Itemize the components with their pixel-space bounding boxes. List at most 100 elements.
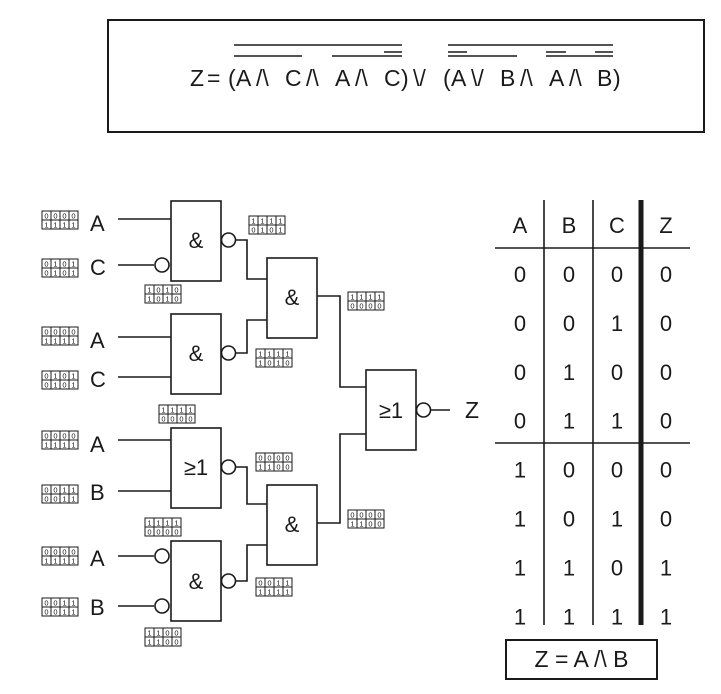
bit-value: 0: [285, 454, 289, 463]
input-label-a: A: [90, 211, 105, 236]
gates: [170, 200, 417, 622]
formula-term-a4: A: [549, 65, 565, 91]
bit-value: 0: [147, 528, 151, 537]
bit-value: 1: [276, 579, 280, 588]
bit-value: 0: [377, 520, 381, 529]
bit-value: 0: [62, 269, 66, 278]
bit-value: 0: [44, 381, 48, 390]
bit-value: 0: [350, 302, 354, 311]
and-gate-4: [266, 257, 318, 339]
bit-value: 1: [62, 221, 66, 230]
truth-table-cell: 0: [611, 360, 623, 385]
input-label-b: B: [90, 480, 105, 505]
truth-table-cell: 1: [611, 507, 623, 532]
truth-table-header: A: [513, 213, 528, 238]
truth-table-cell: 0: [563, 458, 575, 483]
negation-bubble: [220, 345, 237, 361]
bit-value: 0: [53, 599, 57, 608]
bit-cell: [68, 555, 79, 566]
bit-value: 1: [258, 588, 262, 597]
formula-term-c1: C: [285, 65, 302, 91]
bit-value: 0: [53, 608, 57, 617]
bit-value: 0: [165, 638, 169, 647]
bit-value: 1: [260, 217, 264, 226]
bit-value: 1: [350, 293, 354, 302]
bit-value: 0: [267, 579, 271, 588]
bit-value: 1: [44, 441, 48, 450]
bit-value: 0: [53, 486, 57, 495]
formula-and-4: /\: [520, 65, 533, 91]
truth-table-cell: 0: [611, 458, 623, 483]
negation-bubble: [154, 548, 170, 564]
bit-value: 0: [44, 608, 48, 617]
bit-value: 0: [62, 548, 66, 557]
formula-term-a3: A: [451, 65, 467, 91]
bit-value: 0: [44, 495, 48, 504]
formula-paren-open: (: [228, 65, 236, 91]
truth-table-cell: 0: [660, 458, 672, 483]
bit-cell: [68, 493, 79, 504]
bit-value: 0: [62, 372, 66, 381]
bit-value: 1: [359, 293, 363, 302]
formula-and-2: /\: [306, 65, 319, 91]
negation-bubble: [220, 573, 237, 589]
bit-value: 1: [170, 406, 174, 415]
bit-value: 0: [44, 269, 48, 278]
bit-value: 1: [71, 441, 75, 450]
bit-value: 0: [368, 511, 372, 520]
truth-table-cell: 1: [514, 507, 526, 532]
bit-value: 0: [258, 454, 262, 463]
bit-cell: [68, 267, 79, 278]
bit-value: 0: [44, 432, 48, 441]
formula-and-3: /\: [355, 65, 368, 91]
formula-paren-open-2: (: [443, 65, 451, 91]
truth-table-cell: 0: [660, 360, 672, 385]
bit-value: 1: [71, 495, 75, 504]
bit-value: 1: [258, 350, 262, 359]
formula-term-b1: B: [500, 65, 515, 91]
bit-value: 0: [276, 463, 280, 472]
bit-cell: [68, 606, 79, 617]
bit-value: 1: [53, 260, 57, 269]
truth-table-cell: 0: [611, 262, 623, 287]
bit-value: 1: [71, 372, 75, 381]
or-gate-output: [365, 369, 417, 451]
truth-table-cell: 0: [514, 409, 526, 434]
bit-value: 0: [368, 520, 372, 529]
bit-value: 1: [377, 293, 381, 302]
truth-table-cell: 0: [563, 311, 575, 336]
truth-table-cell: 1: [514, 555, 526, 580]
formula-term-a2: A: [335, 65, 351, 91]
bit-value: 1: [267, 350, 271, 359]
or-gate-1: [170, 427, 222, 509]
bit-value: 0: [269, 226, 273, 235]
truth-table-cell: 1: [563, 604, 575, 629]
bit-value: 1: [44, 337, 48, 346]
bit-value: 0: [44, 548, 48, 557]
bit-value: 1: [165, 519, 169, 528]
negation-bubble: [220, 232, 237, 248]
bit-value: 1: [53, 269, 57, 278]
bit-value: 0: [161, 415, 165, 424]
bit-cell: [68, 379, 79, 390]
formula: Z = ( A /\ C /\ A /\ C ) \/ ( A \/ B /\ …: [190, 65, 621, 91]
formula-and-1: /\: [256, 65, 269, 91]
bit-cell: [282, 461, 293, 472]
bit-value: 0: [258, 579, 262, 588]
bit-value: 0: [359, 511, 363, 520]
bit-value: 1: [258, 359, 262, 368]
bit-value: 1: [62, 337, 66, 346]
bit-value: 1: [285, 579, 289, 588]
bit-value: 0: [62, 432, 66, 441]
bit-value: 1: [161, 406, 165, 415]
bit-value: 0: [276, 454, 280, 463]
bit-value: 1: [285, 588, 289, 597]
